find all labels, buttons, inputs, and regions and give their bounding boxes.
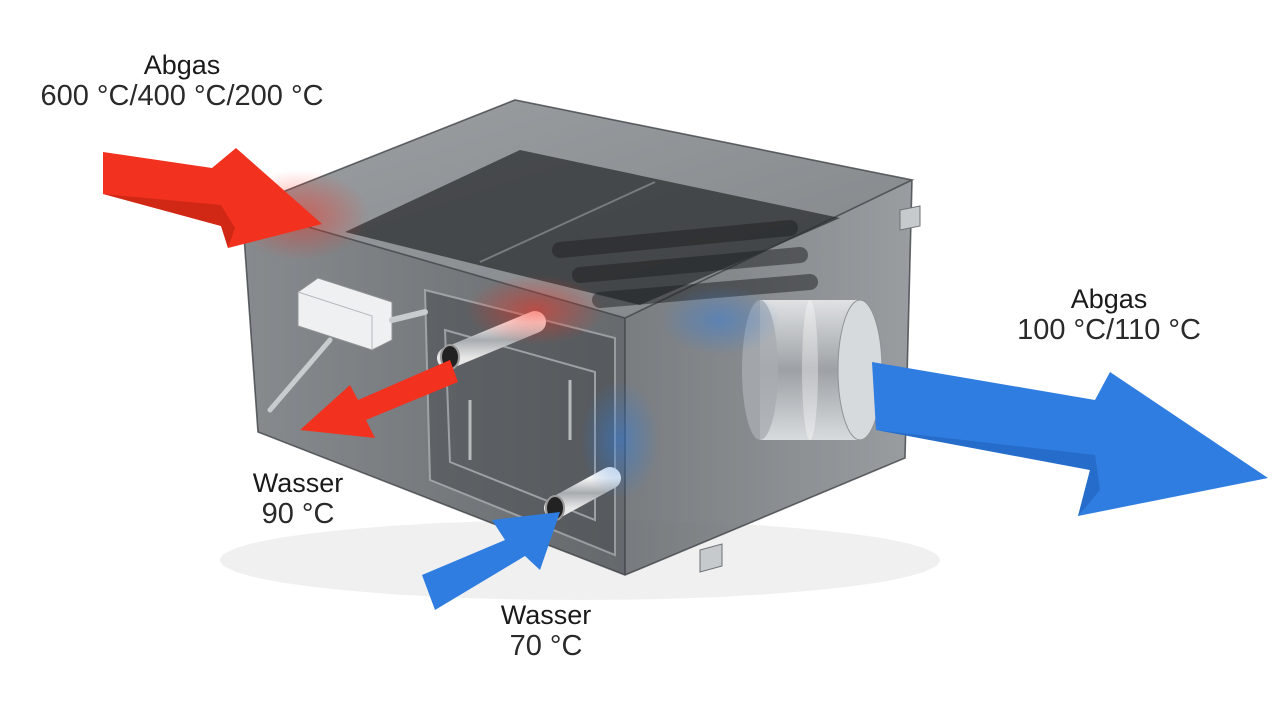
water-inlet-name: Wasser xyxy=(500,600,592,630)
exhaust-outlet-temperatures: 100 °C/110 °C xyxy=(1017,314,1201,347)
water-inlet-label: Wasser 70 °C xyxy=(480,600,612,663)
mounting-bracket-right xyxy=(899,205,921,231)
exhaust-inlet-name: Abgas xyxy=(143,50,221,80)
exhaust-inlet-label: Abgas 600 °C/400 °C/200 °C xyxy=(12,50,352,113)
exhaust-inlet-temperatures: 600 °C/400 °C/200 °C xyxy=(40,80,324,113)
arrow-down-left-icon xyxy=(300,360,458,438)
exhaust-outlet-arrow xyxy=(872,362,1268,516)
exhaust-outlet-label: Abgas 100 °C/110 °C xyxy=(996,284,1222,347)
actuator-motor xyxy=(267,277,428,413)
cold-gas-glow xyxy=(580,285,780,500)
water-outlet-temperature: 90 °C xyxy=(261,498,335,531)
ground-shadow xyxy=(220,520,940,600)
arrow-right-icon xyxy=(872,362,1268,516)
water-inlet-arrow xyxy=(422,512,560,610)
water-outlet-arrow xyxy=(300,360,458,438)
water-inlet-temperature: 70 °C xyxy=(509,630,583,663)
water-outlet-name: Wasser xyxy=(252,468,344,498)
outlet-duct xyxy=(742,299,883,441)
water-outlet-label: Wasser 90 °C xyxy=(232,468,364,531)
mounting-bracket-bottom xyxy=(699,543,723,573)
housing-inner-divider xyxy=(479,181,656,263)
exhaust-outlet-name: Abgas xyxy=(1070,284,1148,314)
exhaust-inlet-arrow xyxy=(103,148,322,248)
arrow-right-icon xyxy=(103,148,322,248)
arrow-up-right-icon xyxy=(422,512,560,610)
